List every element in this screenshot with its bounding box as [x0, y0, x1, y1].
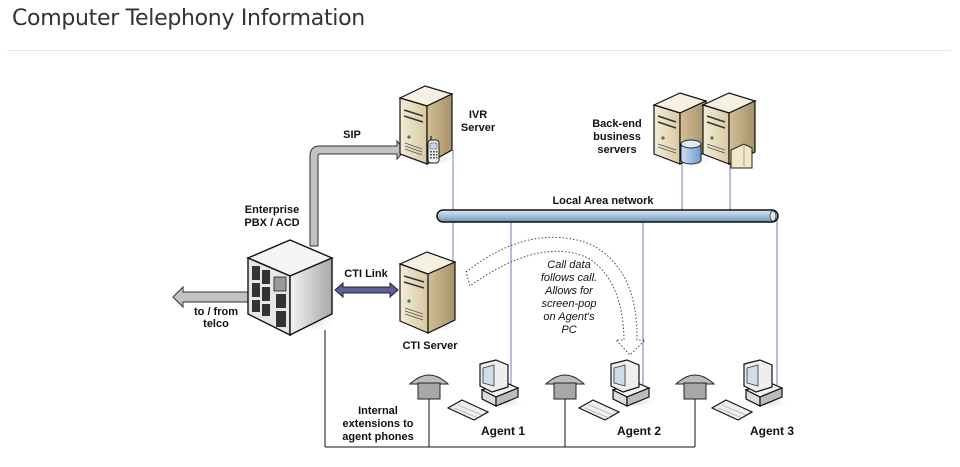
telco-label-line-1: to / from — [194, 306, 238, 318]
pbx-label-line-1: Enterprise — [245, 204, 299, 216]
cti-server-label: CTI Server — [402, 340, 458, 352]
ivr-server-icon — [398, 85, 458, 166]
agent-2-label: Agent 2 — [617, 424, 661, 438]
annotation-line-2: follows call. — [541, 272, 597, 284]
backend-label-line-1: Back-end — [592, 118, 642, 130]
ivr-server-label-line-1: IVR — [469, 109, 487, 121]
mobile-phone-icon — [427, 136, 440, 164]
call-data-flow-arrow — [465, 236, 647, 356]
title-divider — [7, 50, 951, 51]
page-title: Computer Telephony Information — [12, 6, 365, 31]
ivr-server-label-line-2: Server — [461, 122, 496, 134]
lan-drop-lines — [452, 150, 778, 385]
agent-pc-icon-2 — [577, 359, 659, 421]
database-icon — [680, 139, 702, 165]
lan-label: Local Area network — [552, 195, 654, 207]
annotation-line-3: Allows for — [544, 285, 594, 297]
extension-lines — [325, 398, 696, 448]
cti-link-arrow — [334, 281, 399, 299]
annotation-line-1: Call data — [547, 259, 590, 271]
agent-pc-icon-3 — [710, 359, 792, 421]
extensions-label-line-3: agent phones — [342, 431, 414, 443]
annotation-line-4: screen-pop — [541, 298, 596, 310]
backend-label-line-2: business — [593, 131, 641, 143]
folder-icon — [730, 143, 753, 169]
telco-arrow — [172, 285, 251, 309]
desk-phone-icon — [544, 374, 586, 400]
desk-phone-icon — [674, 374, 716, 400]
telco-label-line-2: telco — [203, 318, 229, 330]
annotation-line-5: on Agent's — [543, 311, 595, 323]
extensions-label-line-2: extensions to — [343, 418, 414, 430]
cti-link-label: CTI Link — [344, 268, 388, 280]
backend-label-line-3: servers — [597, 144, 636, 156]
lan-pipe — [436, 209, 779, 223]
cti-server-icon — [398, 251, 462, 334]
agent-pc-icon-1 — [446, 359, 528, 421]
pbx-label-line-2: PBX / ACD — [244, 217, 299, 229]
extensions-label-line-1: Internal — [358, 405, 398, 417]
annotation-line-6: PC — [561, 324, 576, 336]
pbx-cabinet-icon — [246, 239, 338, 337]
desk-phone-icon — [408, 374, 450, 400]
agent-1-label: Agent 1 — [481, 424, 525, 438]
sip-arrow — [309, 139, 406, 247]
agent-3-label: Agent 3 — [750, 424, 794, 438]
sip-label: SIP — [343, 129, 361, 141]
